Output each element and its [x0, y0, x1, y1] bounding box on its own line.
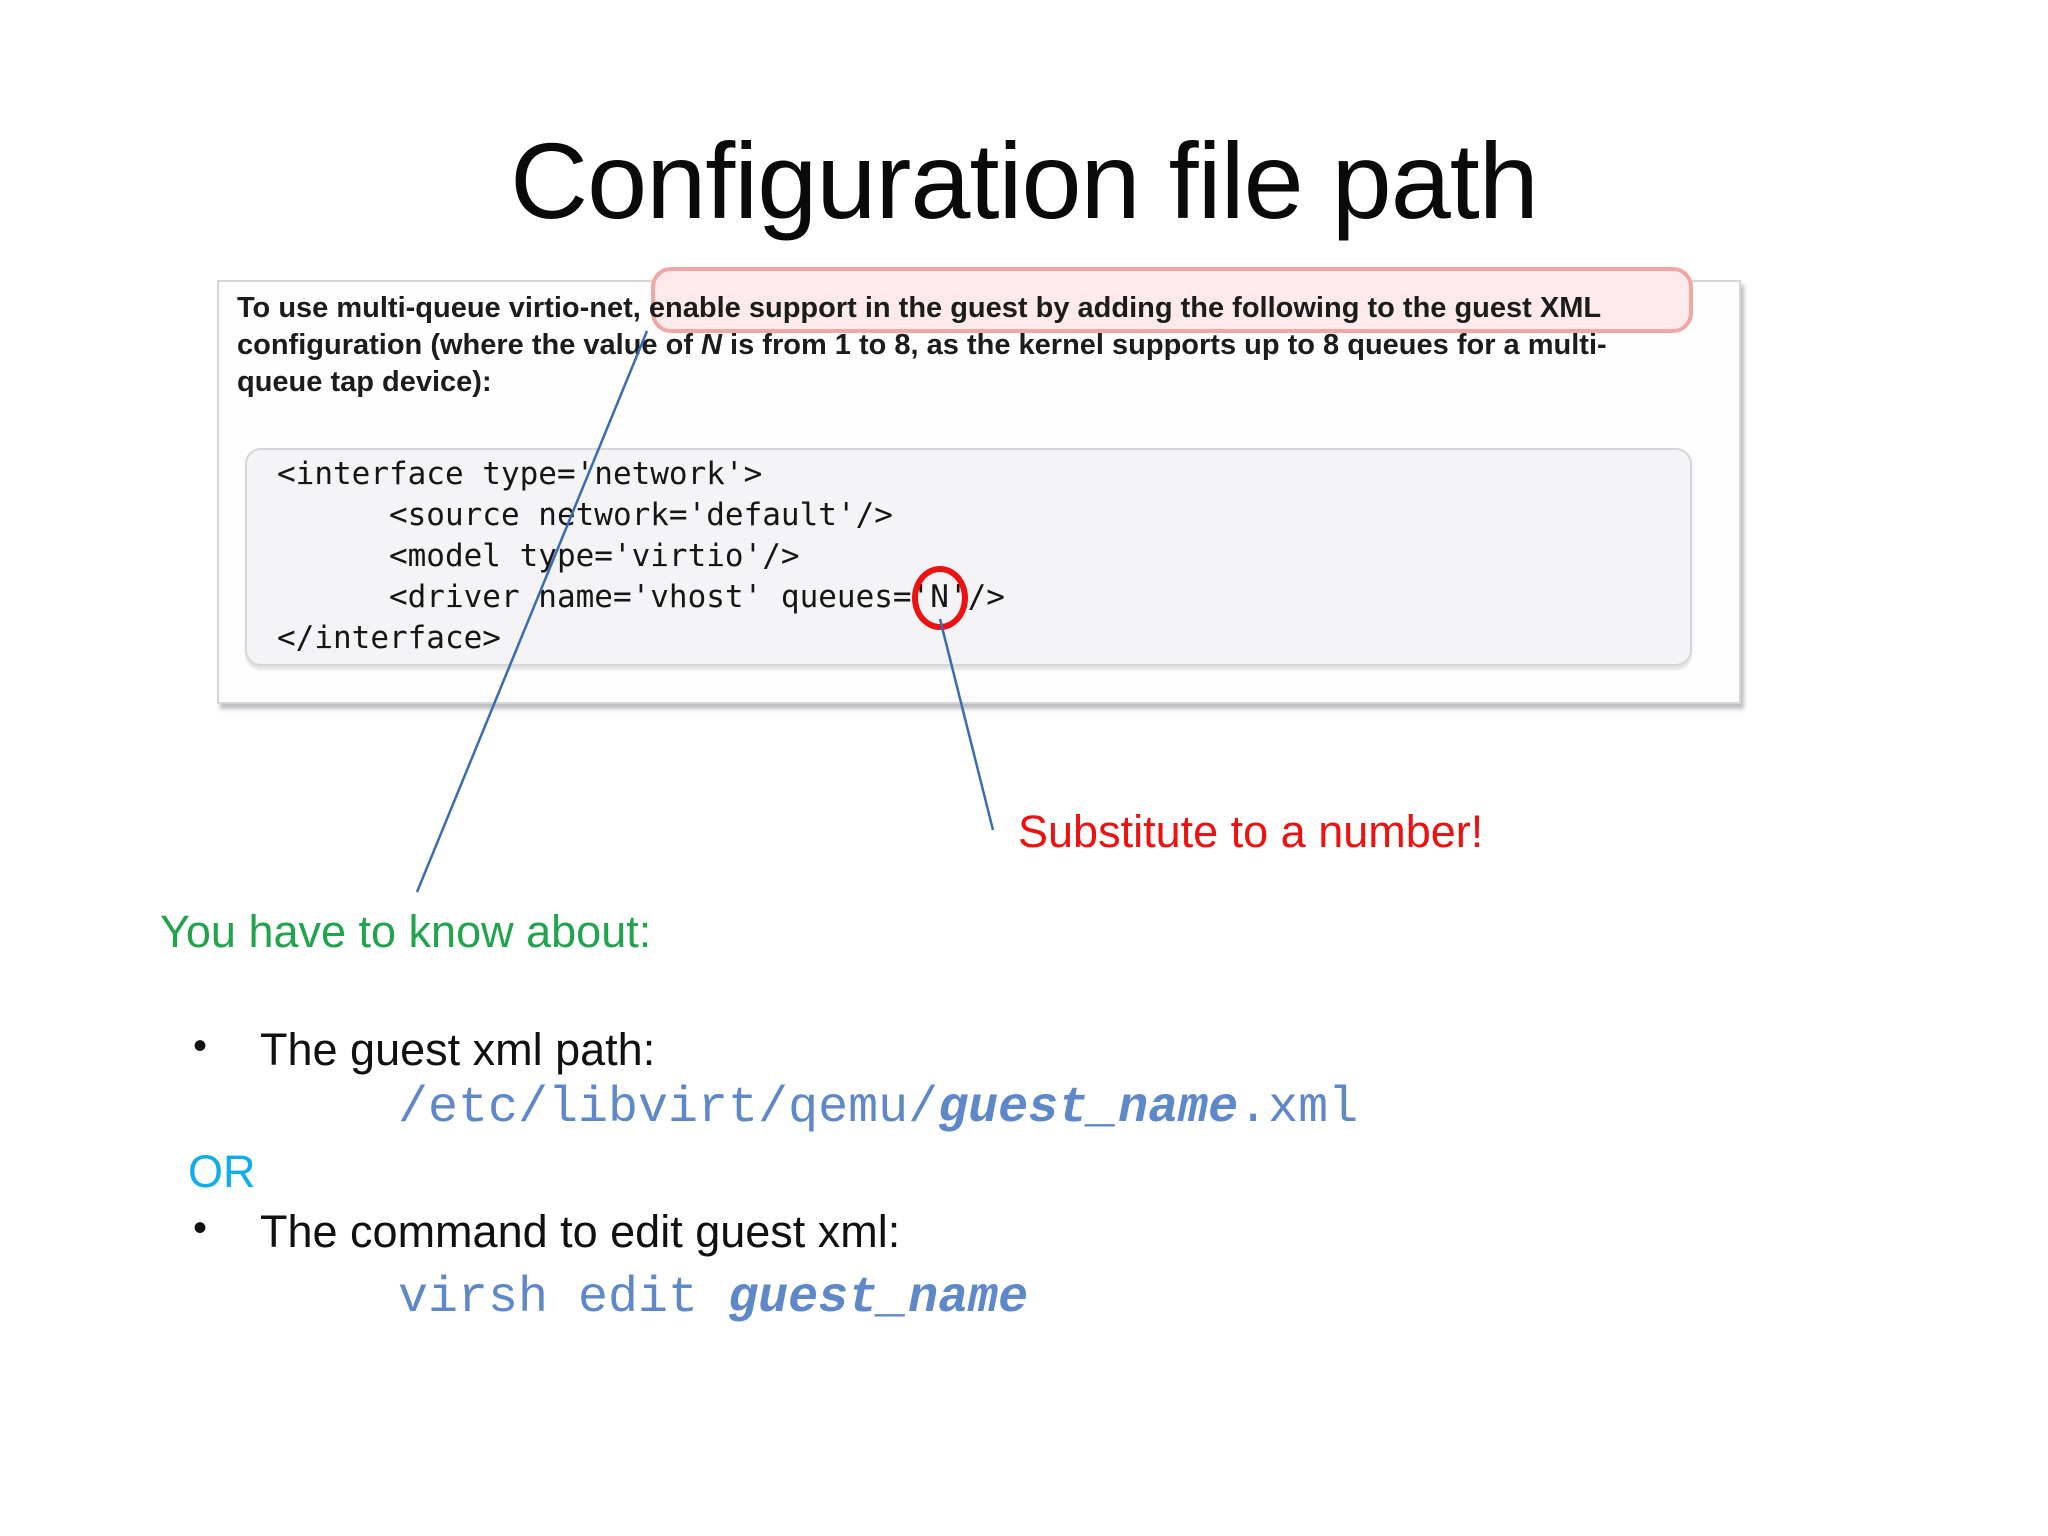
highlight-pill-annotation — [651, 267, 1693, 333]
bullet1-label: The guest xml path: — [260, 1024, 656, 1075]
guest-name-placeholder: guest_name — [938, 1080, 1239, 1137]
page-title: Configuration file path — [510, 120, 1539, 241]
code-box: <interface type='network'> <source netwo… — [245, 448, 1692, 666]
code-line: <interface type='network'> — [277, 456, 763, 492]
code-line: </interface> — [277, 620, 501, 656]
doc-paragraph: To use multi-queue virtio-net, enable su… — [237, 290, 1607, 401]
doc-paragraph-line2: configuration (where the value of N is f… — [237, 329, 1607, 361]
bullet-item-guest-xml-path: • The guest xml path: — [183, 1024, 655, 1076]
n-variable: N — [701, 329, 722, 361]
highlighted-text: enable support in the guest by adding th… — [648, 292, 1602, 324]
bullet-dot: • — [193, 1024, 208, 1068]
doc-paragraph-line3: queue tap device): — [237, 366, 492, 398]
substitute-label: Substitute to a number! — [1018, 806, 1484, 857]
code-line: <source network='default'/> — [277, 497, 893, 533]
guest-name-placeholder: guest_name — [728, 1270, 1029, 1327]
doc-screenshot-panel: To use multi-queue virtio-net, enable su… — [217, 267, 1741, 704]
queues-n-value: N — [911, 565, 968, 630]
code-block: <interface type='network'> <source netwo… — [247, 450, 1690, 659]
bullet2-label: The command to edit guest xml: — [260, 1206, 901, 1257]
code-line: <model type='virtio'/> — [277, 538, 800, 574]
know-about-label: You have to know about: — [160, 906, 652, 957]
or-label: OR — [188, 1146, 256, 1197]
bullet-item-edit-command: • The command to edit guest xml: — [183, 1206, 900, 1258]
virsh-edit-command: virsh edit guest_name — [398, 1270, 1029, 1327]
bullet-dot: • — [193, 1206, 208, 1250]
guest-xml-path-value: /etc/libvirt/qemu/guest_name.xml — [398, 1080, 1359, 1137]
doc-paragraph-line1: To use multi-queue virtio-net, enable su… — [237, 292, 1602, 324]
code-line: <driver name='vhost' queues='N'/> — [277, 565, 1690, 630]
